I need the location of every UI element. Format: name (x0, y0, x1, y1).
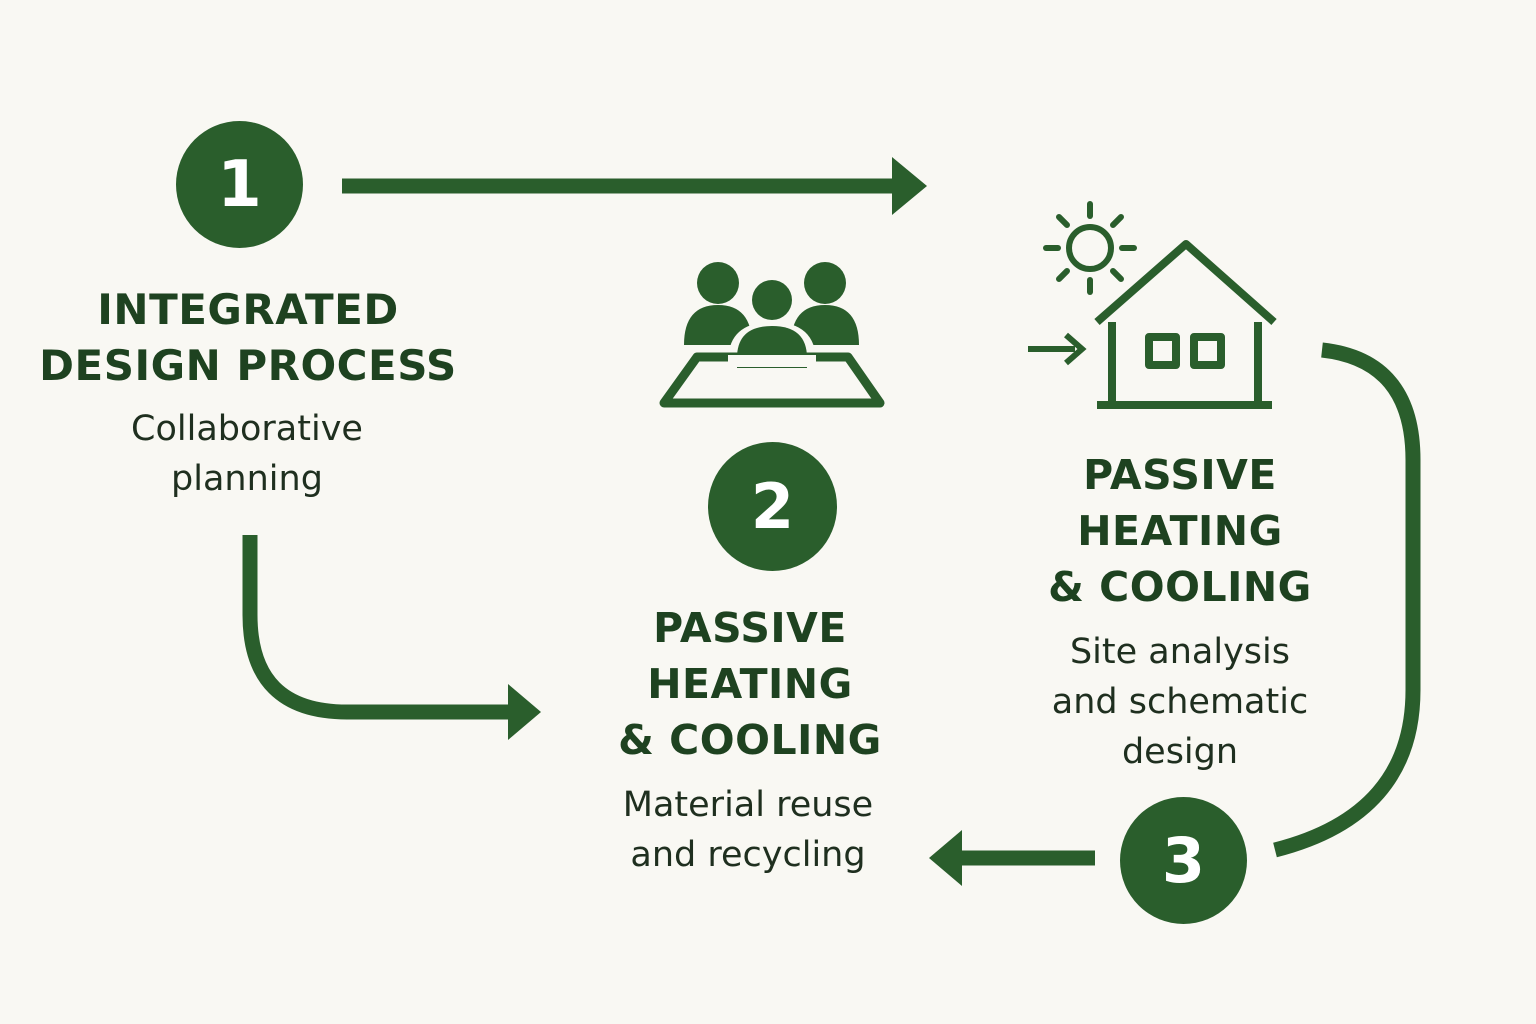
house-icon (1094, 240, 1277, 409)
arrow-step1-to-top-right (342, 157, 927, 215)
step-1-badge: 1 (176, 121, 303, 248)
step-3-title: PASSIVE HEATING & COOLING (1048, 451, 1312, 611)
step-1-description: Collaborative planning (131, 409, 363, 499)
arrow-house-to-step3 (1273, 342, 1421, 858)
team-meeting-icon (659, 262, 885, 408)
step-1-title: INTEGRATED DESIGN PROCESS (39, 285, 457, 390)
arrow-step3-to-step2 (929, 830, 1095, 886)
arrow-step1-to-step2 (242, 535, 541, 740)
step-3-badge: 3 (1120, 797, 1247, 924)
step-2-title: PASSIVE HEATING & COOLING (618, 604, 882, 764)
sun-house-icon (1028, 201, 1277, 409)
step-2-badge: 2 (708, 442, 837, 571)
step-2-description: Material reuse and recycling (622, 785, 874, 875)
sun-icon (1043, 201, 1137, 295)
step-3-description: Site analysis and schematic design (1051, 632, 1309, 772)
wind-arrow-icon (1028, 332, 1087, 366)
